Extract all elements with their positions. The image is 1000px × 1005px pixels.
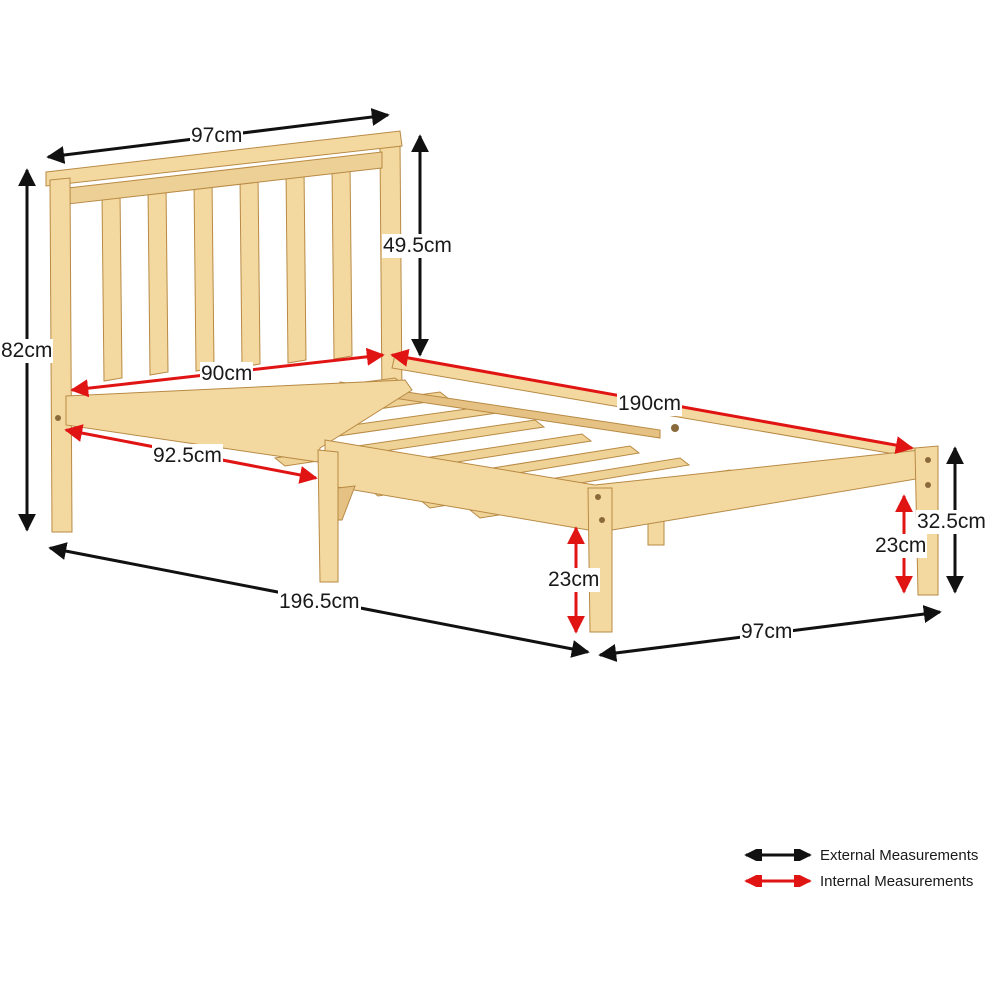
label-internal-width: 90cm	[200, 362, 254, 386]
label-leg-clearance-side: 23cm	[874, 534, 928, 558]
bed-frame	[45, 130, 939, 633]
label-foot-height: 32.5cm	[916, 510, 987, 534]
label-internal-length: 190cm	[617, 392, 683, 416]
legend-internal: Internal Measurements	[742, 871, 973, 891]
label-leg-clearance-front: 23cm	[547, 568, 601, 592]
legend-internal-label: Internal Measurements	[820, 872, 974, 890]
leg-front-center	[587, 487, 613, 633]
label-side-internal-width: 92.5cm	[152, 444, 223, 468]
label-total-length: 196.5cm	[278, 590, 361, 614]
legend-external: External Measurements	[742, 845, 978, 865]
external-arrow-icon	[744, 849, 812, 861]
legend-external-label: External Measurements	[820, 846, 979, 864]
label-headboard-height: 49.5cm	[382, 234, 453, 258]
label-total-height: 82cm	[0, 339, 54, 363]
internal-arrow-icon	[744, 875, 812, 887]
label-footboard-width: 97cm	[740, 620, 794, 644]
leg-front-left	[317, 449, 339, 583]
label-headboard-width: 97cm	[190, 124, 244, 148]
